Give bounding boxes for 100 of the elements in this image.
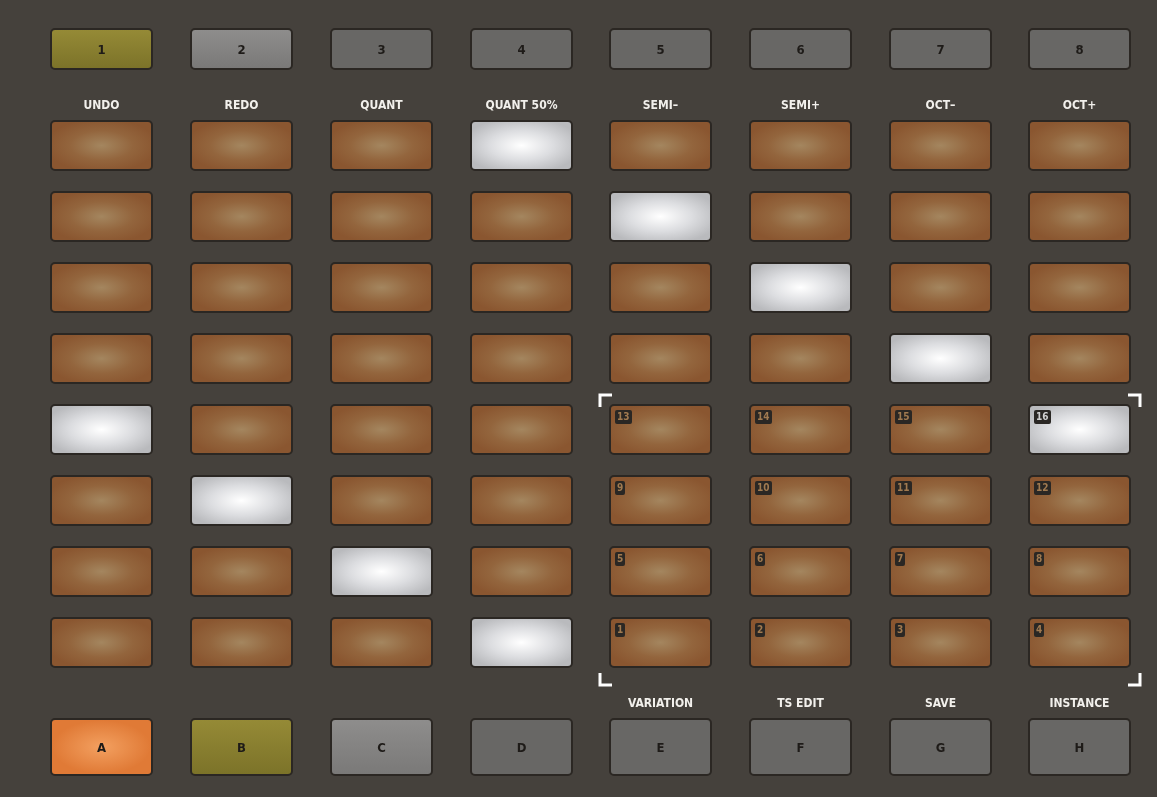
button-label: QUANT 50% bbox=[484, 98, 559, 112]
pad-number: 1 bbox=[615, 623, 626, 637]
pad-button bbox=[190, 191, 293, 242]
pad-button bbox=[190, 262, 293, 313]
pad-button bbox=[609, 546, 712, 597]
button: H bbox=[1028, 718, 1131, 776]
pad-button bbox=[50, 333, 153, 384]
pad-button bbox=[749, 475, 852, 526]
pad-button bbox=[190, 546, 293, 597]
button: 1 bbox=[50, 28, 153, 70]
button: C bbox=[330, 718, 433, 776]
pad-button bbox=[470, 617, 573, 668]
button: D bbox=[470, 718, 573, 776]
button: 6 bbox=[749, 28, 852, 70]
pad-number: 15 bbox=[895, 410, 912, 424]
pad-button bbox=[1028, 404, 1131, 455]
pad-button bbox=[749, 262, 852, 313]
pad-button bbox=[330, 191, 433, 242]
pad-button bbox=[609, 191, 712, 242]
pad-button bbox=[609, 617, 712, 668]
pad-button bbox=[470, 333, 573, 384]
pad-button bbox=[749, 333, 852, 384]
button: 2 bbox=[190, 28, 293, 70]
button: 3 bbox=[330, 28, 433, 70]
pad-button bbox=[330, 617, 433, 668]
button-label: QUANT bbox=[359, 98, 404, 112]
button-label: TS EDIT bbox=[776, 696, 825, 710]
pad-number: 3 bbox=[895, 623, 906, 637]
pad-number: 2 bbox=[755, 623, 766, 637]
pad-button bbox=[50, 262, 153, 313]
pad-number: 14 bbox=[755, 410, 772, 424]
pad-button bbox=[190, 475, 293, 526]
button: G bbox=[889, 718, 992, 776]
button: 4 bbox=[470, 28, 573, 70]
pad-button bbox=[470, 262, 573, 313]
pad-button bbox=[1028, 191, 1131, 242]
pad-button bbox=[889, 404, 992, 455]
button: 5 bbox=[609, 28, 712, 70]
pad-button bbox=[609, 404, 712, 455]
pad-button bbox=[330, 546, 433, 597]
pad-button bbox=[50, 191, 153, 242]
pad-button bbox=[190, 404, 293, 455]
pad-button bbox=[330, 475, 433, 526]
pad-button bbox=[749, 191, 852, 242]
button: A bbox=[50, 718, 153, 776]
pad-number: 13 bbox=[615, 410, 632, 424]
button: 7 bbox=[889, 28, 992, 70]
button-label: SEMI+ bbox=[780, 98, 821, 112]
pad-button bbox=[889, 262, 992, 313]
button: E bbox=[609, 718, 712, 776]
pad-button bbox=[889, 475, 992, 526]
button: B bbox=[190, 718, 293, 776]
pad-button bbox=[889, 191, 992, 242]
pad-button bbox=[1028, 262, 1131, 313]
button-label: SAVE bbox=[923, 696, 958, 710]
button: 8 bbox=[1028, 28, 1131, 70]
pad-button bbox=[889, 333, 992, 384]
pad-button bbox=[190, 617, 293, 668]
pad-number: 16 bbox=[1034, 410, 1051, 424]
pad-button bbox=[609, 262, 712, 313]
pad-button bbox=[749, 404, 852, 455]
pad-button bbox=[470, 404, 573, 455]
pad-button bbox=[330, 333, 433, 384]
pad-button bbox=[889, 546, 992, 597]
pad-number: 6 bbox=[755, 552, 766, 566]
pad-number: 10 bbox=[755, 481, 772, 495]
pad-button bbox=[470, 191, 573, 242]
button-label: REDO bbox=[223, 98, 260, 112]
button-label: INSTANCE bbox=[1048, 696, 1111, 710]
pad-button bbox=[609, 475, 712, 526]
pad-button bbox=[470, 475, 573, 526]
pad-button bbox=[50, 546, 153, 597]
pad-number: 9 bbox=[615, 481, 626, 495]
button-label: OCT– bbox=[924, 98, 957, 112]
pad-number: 12 bbox=[1034, 481, 1051, 495]
button-label: SEMI– bbox=[641, 98, 680, 112]
pad-number: 5 bbox=[615, 552, 626, 566]
pad-button bbox=[330, 404, 433, 455]
button: F bbox=[749, 718, 852, 776]
pad-number: 7 bbox=[895, 552, 906, 566]
pad-button bbox=[1028, 617, 1131, 668]
pad-button bbox=[50, 617, 153, 668]
pad-button bbox=[470, 546, 573, 597]
button-label: VARIATION bbox=[626, 696, 695, 710]
button-label: UNDO bbox=[82, 98, 121, 112]
button-label: OCT+ bbox=[1061, 98, 1098, 112]
pad-number: 8 bbox=[1034, 552, 1045, 566]
pad-button bbox=[190, 333, 293, 384]
pad-button bbox=[1028, 546, 1131, 597]
pad-button bbox=[50, 475, 153, 526]
pad-button bbox=[50, 404, 153, 455]
pad-number: 11 bbox=[895, 481, 912, 495]
pad-button bbox=[1028, 333, 1131, 384]
pad-button bbox=[749, 617, 852, 668]
pad-button bbox=[749, 546, 852, 597]
pad-button bbox=[889, 617, 992, 668]
pad-number: 4 bbox=[1034, 623, 1045, 637]
pad-button bbox=[330, 262, 433, 313]
pad-button bbox=[1028, 475, 1131, 526]
pad-button bbox=[609, 333, 712, 384]
